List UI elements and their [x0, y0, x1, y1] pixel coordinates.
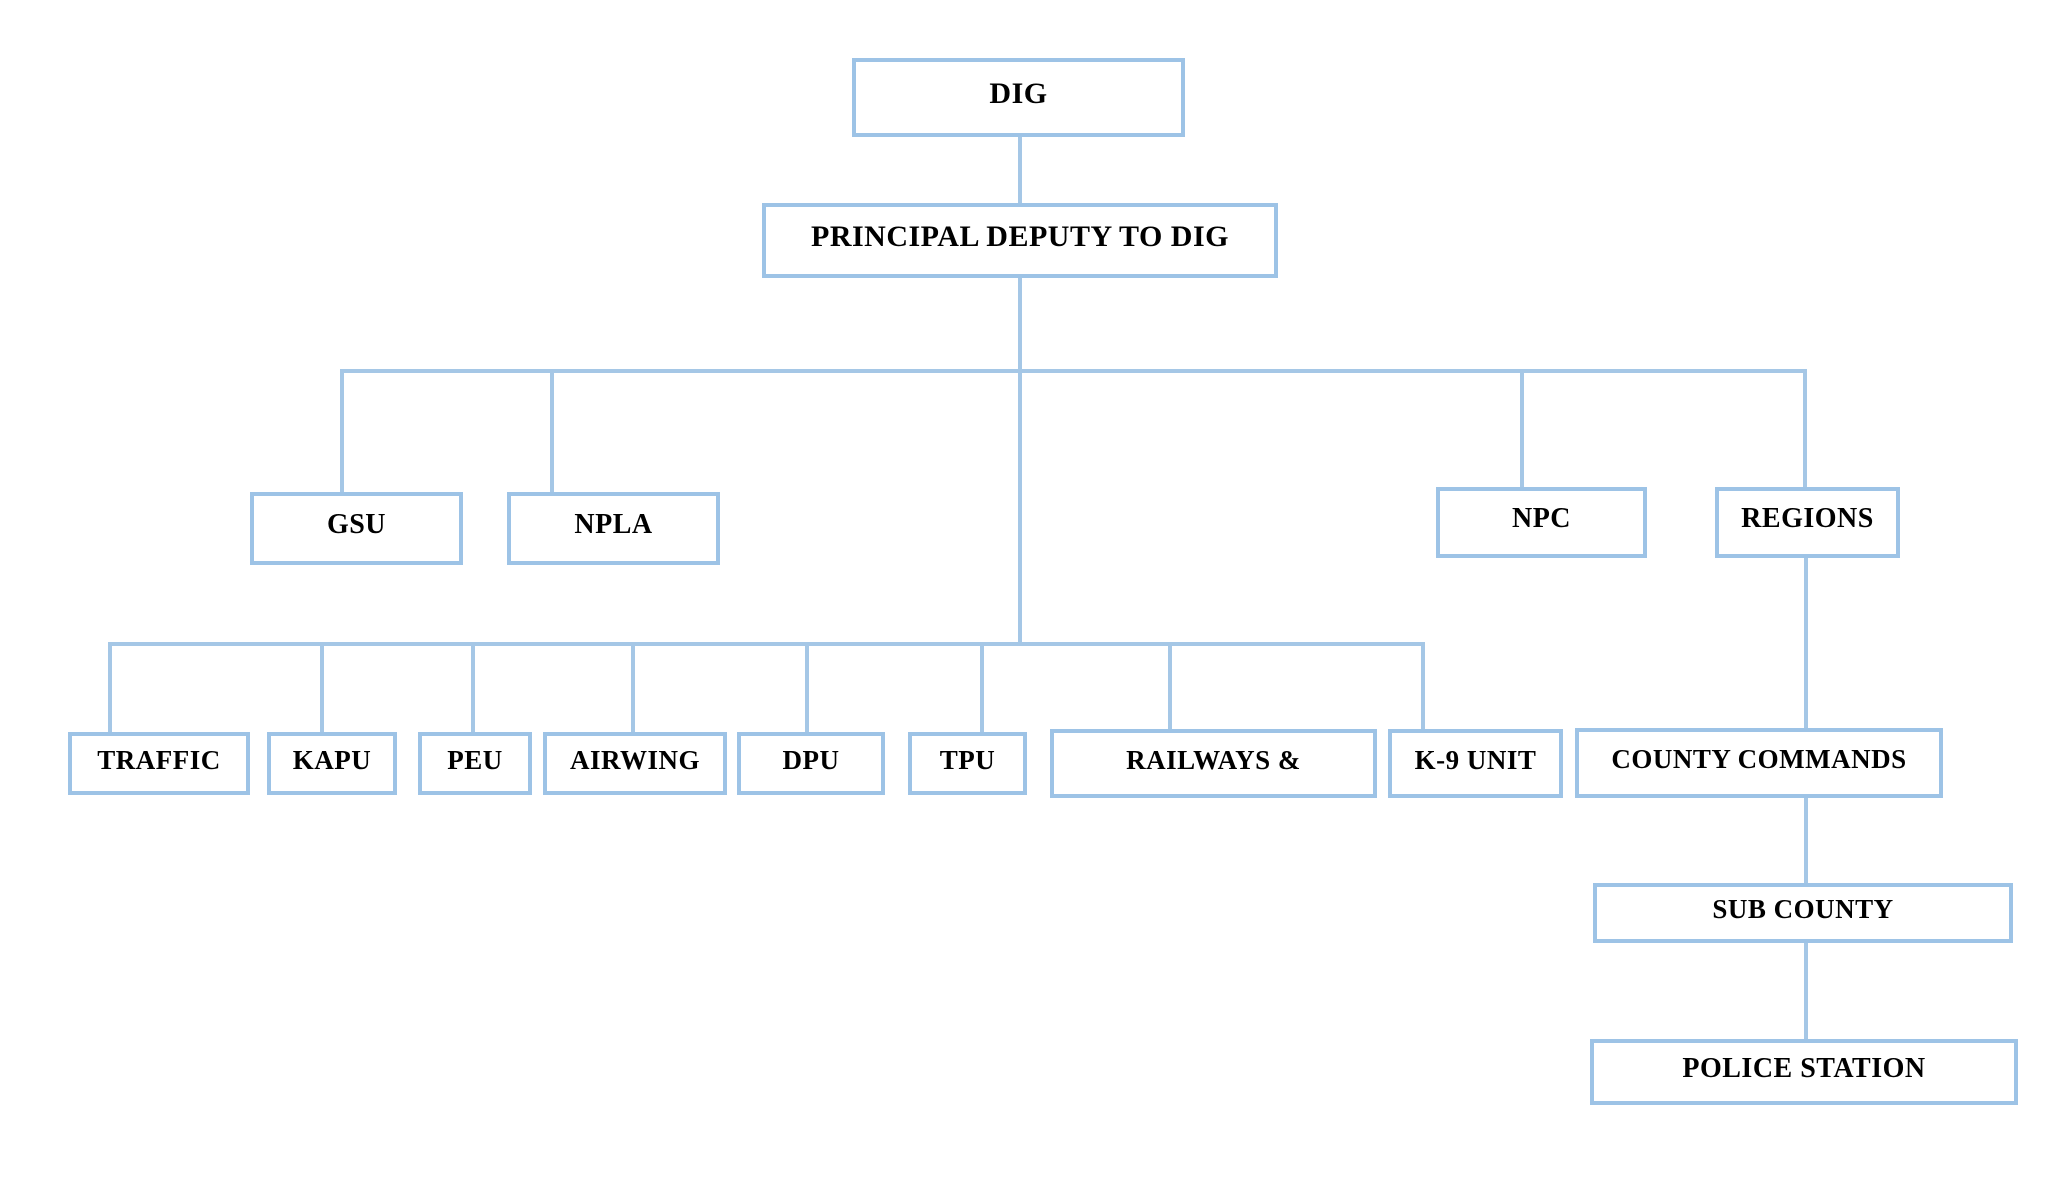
connector-line-vertical — [1803, 369, 1807, 487]
org-node-label: AIRWING — [569, 744, 701, 775]
org-node-label: SUB COUNTY — [1712, 894, 1894, 924]
org-node-label: POLICE STATION — [1682, 1052, 1926, 1084]
connector-line-vertical — [1520, 369, 1524, 487]
org-node-kapu: KAPU — [267, 732, 397, 795]
connector-line-vertical — [320, 642, 324, 732]
org-node-npc: NPC — [1436, 487, 1647, 558]
org-node-dig: DIG — [852, 58, 1185, 137]
org-node-label: KAPU — [292, 744, 372, 775]
org-node-dpu: DPU — [737, 732, 885, 795]
org-node-subcounty: SUB COUNTY — [1593, 883, 2013, 943]
connector-line-vertical — [1421, 642, 1425, 729]
connector-line-vertical — [1804, 798, 1808, 883]
connector-line-vertical — [1804, 558, 1808, 728]
org-node-tpu: TPU — [908, 732, 1027, 795]
org-node-label: TRAFFIC — [97, 744, 221, 775]
org-node-label: DPU — [782, 744, 840, 775]
org-node-airwing: AIRWING — [543, 732, 727, 795]
org-node-railways: RAILWAYS & — [1050, 729, 1377, 798]
org-node-label: GSU — [326, 509, 387, 540]
org-node-label: K-9 UNIT — [1414, 744, 1537, 775]
org-node-label: PRINCIPAL DEPUTY TO DIG — [811, 220, 1229, 253]
org-node-gsu: GSU — [250, 492, 463, 565]
org-node-traffic: TRAFFIC — [68, 732, 250, 795]
connector-line-horizontal — [108, 642, 1425, 646]
connector-line-vertical — [1018, 137, 1022, 203]
connector-line-vertical — [1168, 642, 1172, 729]
org-node-label: RAILWAYS & — [1126, 744, 1301, 775]
org-node-label: COUNTY COMMANDS — [1611, 744, 1907, 774]
connector-line-vertical — [1018, 278, 1022, 646]
connector-line-vertical — [340, 369, 344, 492]
org-node-label: REGIONS — [1741, 503, 1874, 534]
org-node-label: DIG — [989, 77, 1048, 110]
org-node-peu: PEU — [418, 732, 532, 795]
connector-line-vertical — [631, 642, 635, 732]
org-node-regions: REGIONS — [1715, 487, 1900, 558]
org-node-label: NPLA — [574, 509, 653, 540]
org-node-police: POLICE STATION — [1590, 1039, 2018, 1105]
org-node-label: TPU — [939, 744, 996, 775]
org-node-label: PEU — [447, 744, 503, 775]
connector-line-vertical — [1804, 943, 1808, 1039]
org-node-k9: K-9 UNIT — [1388, 729, 1563, 798]
org-node-npla: NPLA — [507, 492, 720, 565]
connector-line-vertical — [980, 642, 984, 732]
connector-line-vertical — [550, 369, 554, 492]
org-node-principal: PRINCIPAL DEPUTY TO DIG — [762, 203, 1278, 278]
org-node-label: NPC — [1511, 503, 1572, 534]
connector-line-horizontal — [340, 369, 1807, 373]
connector-line-vertical — [471, 642, 475, 732]
connector-line-vertical — [805, 642, 809, 732]
org-node-county: COUNTY COMMANDS — [1575, 728, 1943, 798]
connector-line-vertical — [108, 642, 112, 732]
